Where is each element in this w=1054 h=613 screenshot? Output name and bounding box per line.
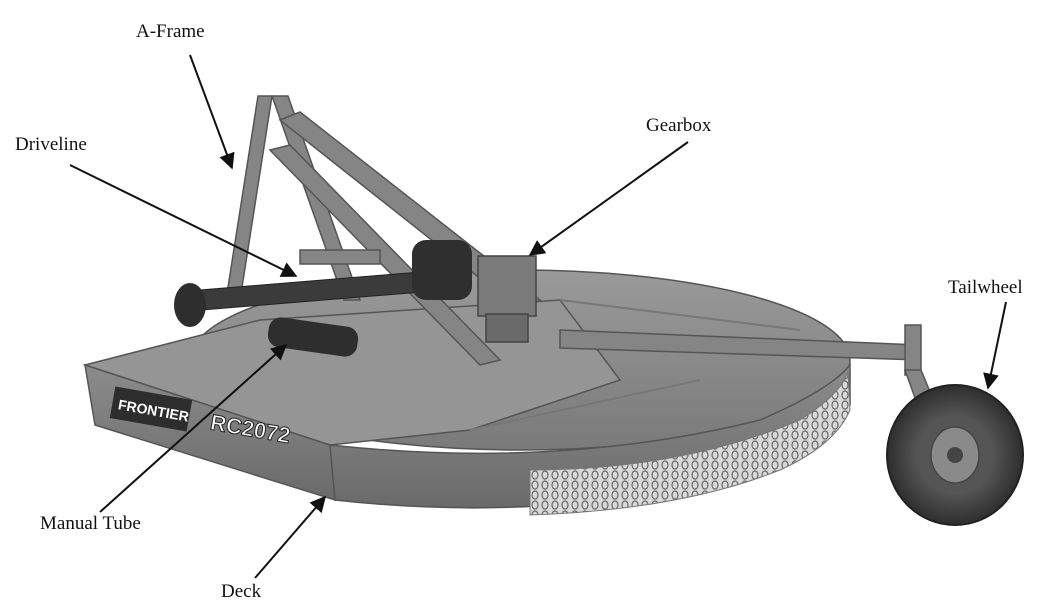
a-frame-arrow [189,54,235,170]
manual-tube-label: Manual Tube [40,513,141,534]
gearbox-label: Gearbox [646,115,712,136]
driveline-label: Driveline [15,134,87,155]
brand-decal: FRONTIER [109,386,193,432]
deck-arrow [254,495,327,579]
manual-tube-body [267,317,359,357]
tailwheel [886,384,1024,526]
driveline-yoke [174,283,206,327]
a-frame-crossbar [299,249,381,265]
driveline-arrow [69,164,298,277]
tailwheel-arrow [983,301,1007,390]
tailwheel-hub [947,447,963,463]
a-frame-left-leg [225,95,273,301]
tailwheel-post [904,324,922,376]
gearbox-base [485,313,529,343]
manual-tube-arrow [99,343,288,513]
gearbox-housing [477,255,537,317]
tailwheel-label: Tailwheel [948,277,1023,298]
gearbox-arrow [528,141,689,256]
a-frame-label: A-Frame [136,21,205,42]
chain-guard [529,371,851,516]
deck-rib [469,379,701,431]
manual-tube [267,317,359,357]
gearbox [477,255,537,343]
driveline-shield [412,240,472,300]
driveline [174,240,472,327]
deck-rib [559,299,801,331]
callout-arrows [69,54,1007,579]
deck-label: Deck [221,581,262,602]
brand-decal-bg [109,386,193,432]
